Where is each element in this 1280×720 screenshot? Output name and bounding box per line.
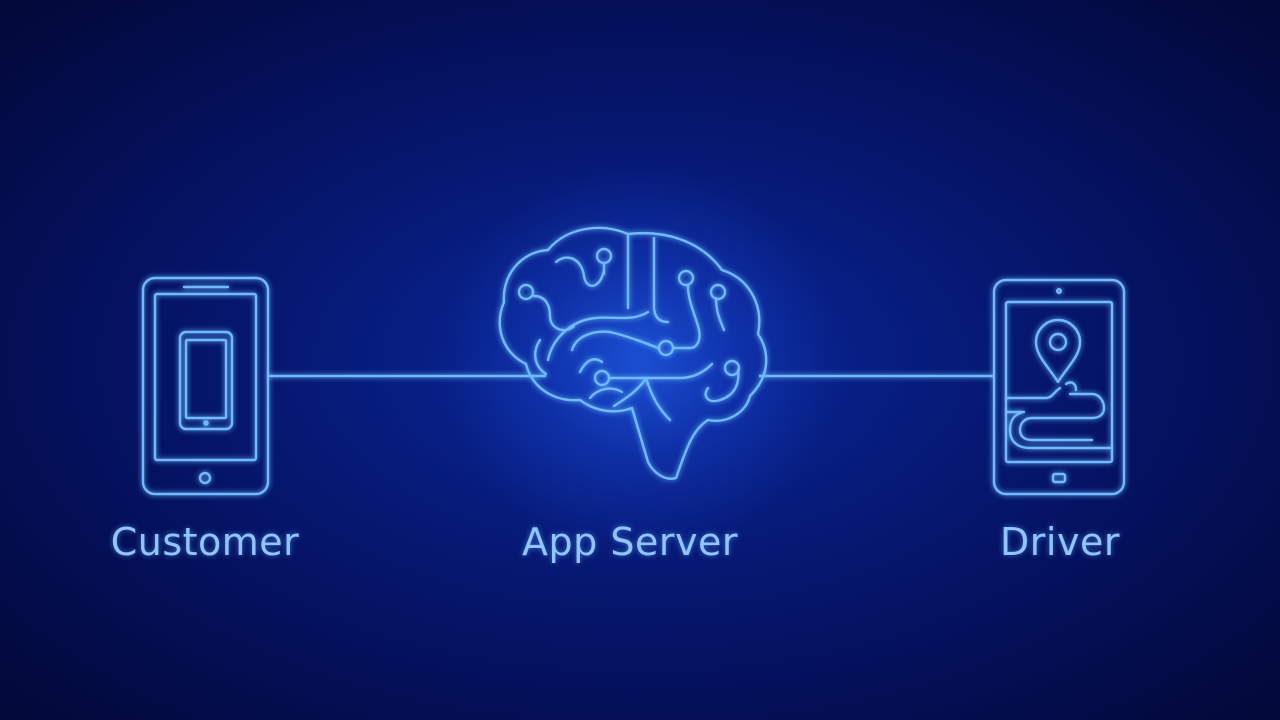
smartphone-icon [141,276,270,496]
brain-circuit-icon [498,226,768,480]
tablet-map-icon [992,278,1126,496]
driver-label: Driver [1000,520,1120,564]
app-server-label: App Server [522,520,738,564]
customer-label: Customer [110,520,300,564]
server-glow [440,160,840,560]
